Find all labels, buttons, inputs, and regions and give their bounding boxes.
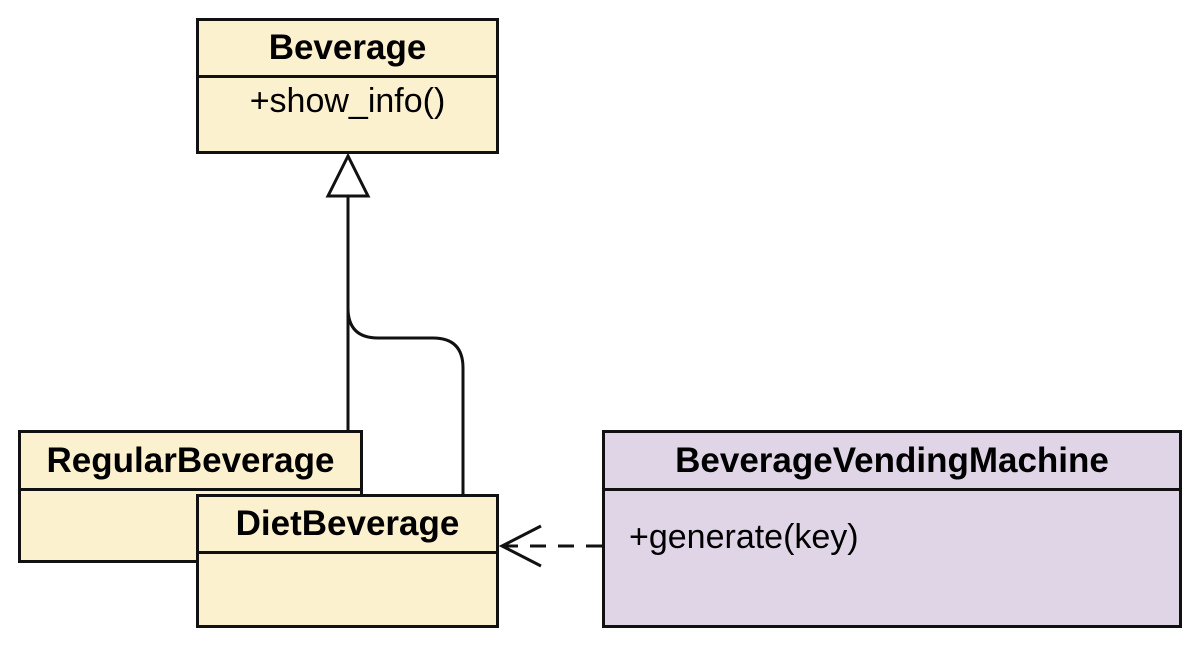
operation-show-info: +show_info() [249,82,446,120]
class-beverage-vending-machine-name: BeverageVendingMachine [605,433,1179,491]
class-beverage[interactable]: Beverage +show_info() [196,18,499,154]
generalization-line-diet [346,307,465,494]
class-beverage-vending-machine-operations: +generate(key) [605,491,1179,625]
dependency-arrowhead [498,524,542,568]
class-diet-beverage-name: DietBeverage [199,497,496,554]
class-beverage-vending-machine[interactable]: BeverageVendingMachine +generate(key) [602,430,1182,628]
class-beverage-operations: +show_info() [199,78,496,151]
class-diet-beverage-operations [199,554,496,625]
class-beverage-name: Beverage [199,21,496,78]
class-diet-beverage[interactable]: DietBeverage [196,494,499,628]
operation-generate: +generate(key) [629,518,859,556]
class-regular-beverage-name: RegularBeverage [21,433,360,491]
generalization-arrowhead [325,152,371,198]
